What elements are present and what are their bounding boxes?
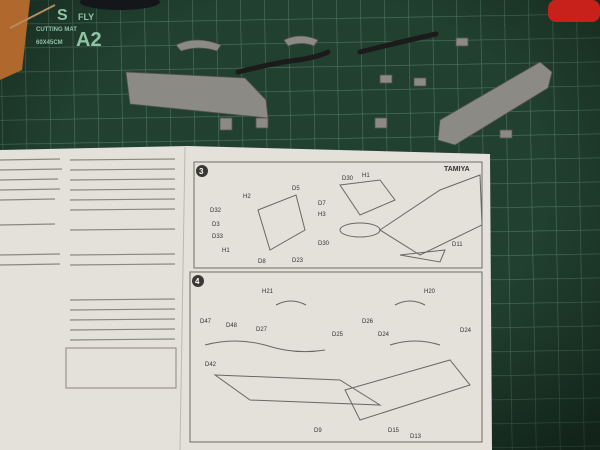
small-part xyxy=(255,117,269,129)
step-3-panel xyxy=(193,161,483,269)
part-label: H21 xyxy=(262,289,274,295)
part-label: D25 xyxy=(332,332,344,338)
instruction-sheet xyxy=(0,146,492,450)
part-label: D24 xyxy=(378,332,390,338)
part-label: D32 xyxy=(210,208,222,214)
step-3-number: 3 xyxy=(199,167,204,176)
left-page-text xyxy=(0,158,176,341)
small-part xyxy=(455,37,469,47)
track-parts xyxy=(235,31,439,75)
part-label: D5 xyxy=(292,186,300,192)
part-label: H1 xyxy=(362,173,370,179)
plastic-parts xyxy=(125,35,553,146)
step-4-number: 4 xyxy=(195,277,200,286)
part-label: D30 xyxy=(342,176,354,182)
part-label: D13 xyxy=(410,434,422,440)
part-label: H20 xyxy=(424,289,436,295)
small-part xyxy=(374,117,388,129)
part-label: D9 xyxy=(314,428,322,434)
hull-part-right xyxy=(437,61,553,146)
step-4-labels: H21 H20 D47 D48 D27 D26 D25 D24 D42 D9 D… xyxy=(200,289,472,440)
mat-logo: S FLY CUTTING MAT 60X45CM A2 xyxy=(36,7,102,51)
track-part xyxy=(235,49,331,75)
mat-brand: FLY xyxy=(78,12,94,22)
part-label: D11 xyxy=(452,242,463,248)
mat-logo-glyph: S xyxy=(57,7,68,24)
part-label: D23 xyxy=(292,258,304,264)
small-part xyxy=(219,117,233,131)
mat-grade-label: A2 xyxy=(76,29,102,51)
part-label: H1 xyxy=(222,248,230,254)
small-part xyxy=(413,77,427,87)
wood-table xyxy=(0,0,30,80)
caution-box xyxy=(65,347,177,389)
bogie-part xyxy=(175,39,222,52)
small-part xyxy=(379,74,393,84)
step-4-panel xyxy=(189,271,483,443)
mat-product-label: CUTTING MAT xyxy=(36,27,77,33)
part-label: D27 xyxy=(256,327,268,333)
brand-label: TAMIYA xyxy=(444,166,470,173)
part-label: D26 xyxy=(362,319,374,325)
hull-part-left xyxy=(125,71,269,119)
dark-object xyxy=(80,0,160,10)
small-part xyxy=(499,129,513,139)
bogie-part xyxy=(283,35,319,47)
part-label: D33 xyxy=(212,234,224,240)
toothpick xyxy=(9,4,56,29)
mat-size-label: 60X45CM xyxy=(36,40,63,46)
sheet-fold xyxy=(179,146,186,450)
step-4-diagram xyxy=(204,300,471,421)
part-label: H3 xyxy=(318,212,326,218)
part-label: D48 xyxy=(226,323,238,329)
part-label: D24 xyxy=(460,328,472,334)
part-label: D47 xyxy=(200,319,212,325)
part-label: D8 xyxy=(258,259,266,265)
step-3-labels: D5 H2 D32 D3 D33 H1 D8 D23 D30 H1 D7 H3 … xyxy=(210,173,463,265)
part-label: H2 xyxy=(243,194,251,200)
track-part xyxy=(357,31,439,55)
red-object xyxy=(548,0,600,22)
part-label: D15 xyxy=(388,428,400,434)
part-label: D30 xyxy=(318,241,330,247)
part-label: D42 xyxy=(205,362,217,368)
part-label: D3 xyxy=(212,222,220,228)
part-label: D7 xyxy=(318,201,326,207)
